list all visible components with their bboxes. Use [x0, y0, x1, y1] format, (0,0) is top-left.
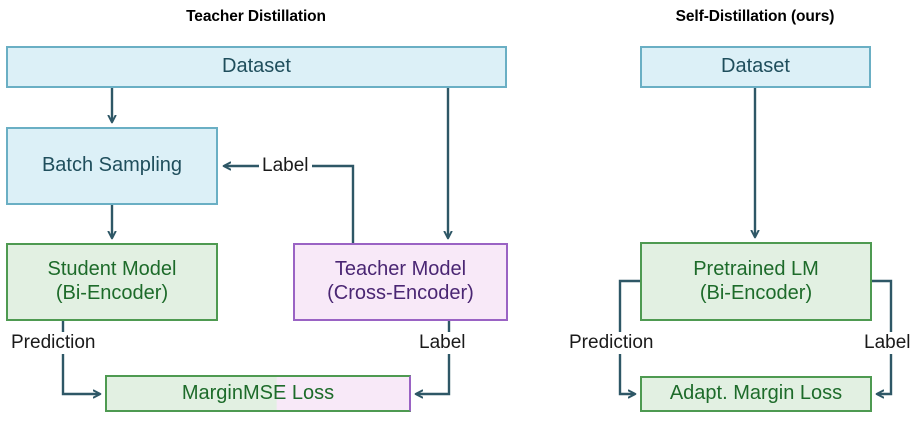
node-dataset-left-label: Dataset — [222, 55, 291, 78]
node-student-model[interactable]: Student Model (Bi-Encoder) — [6, 243, 218, 321]
node-adapt-margin-loss[interactable]: Adapt. Margin Loss — [640, 376, 872, 412]
node-dataset-right[interactable]: Dataset — [640, 46, 871, 88]
panel-title-teacher-distillation: Teacher Distillation — [186, 8, 326, 25]
node-marginmse-loss[interactable]: MarginMSE Loss — [105, 375, 411, 412]
node-dataset-right-label: Dataset — [721, 55, 790, 78]
node-adapt-margin-loss-label: Adapt. Margin Loss — [669, 382, 843, 405]
wire-teacher-label-to-batch — [224, 166, 355, 243]
node-batch-sampling-label: Batch Sampling — [41, 154, 183, 177]
node-student-model-label: Student Model (Bi-Encoder) — [47, 258, 177, 304]
node-dataset-left[interactable]: Dataset — [6, 46, 507, 88]
node-pretrained-lm-label: Pretrained LM (Bi-Encoder) — [693, 257, 819, 304]
edge-label-label-right: Label — [861, 332, 914, 354]
edge-label-prediction-left: Prediction — [8, 332, 99, 354]
node-pretrained-lm[interactable]: Pretrained LM (Bi-Encoder) — [640, 242, 872, 321]
node-teacher-model[interactable]: Teacher Model (Cross-Encoder) — [293, 243, 508, 321]
node-marginmse-loss-label: MarginMSE Loss — [181, 381, 335, 404]
node-batch-sampling[interactable]: Batch Sampling — [6, 127, 218, 205]
edge-label-label-left: Label — [416, 332, 469, 354]
node-teacher-model-label: Teacher Model (Cross-Encoder) — [327, 258, 474, 304]
edge-label-label-to-batch: Label — [259, 155, 312, 177]
panel-title-self-distillation: Self-Distillation (ours) — [675, 8, 835, 25]
edge-label-prediction-right: Prediction — [566, 332, 657, 354]
